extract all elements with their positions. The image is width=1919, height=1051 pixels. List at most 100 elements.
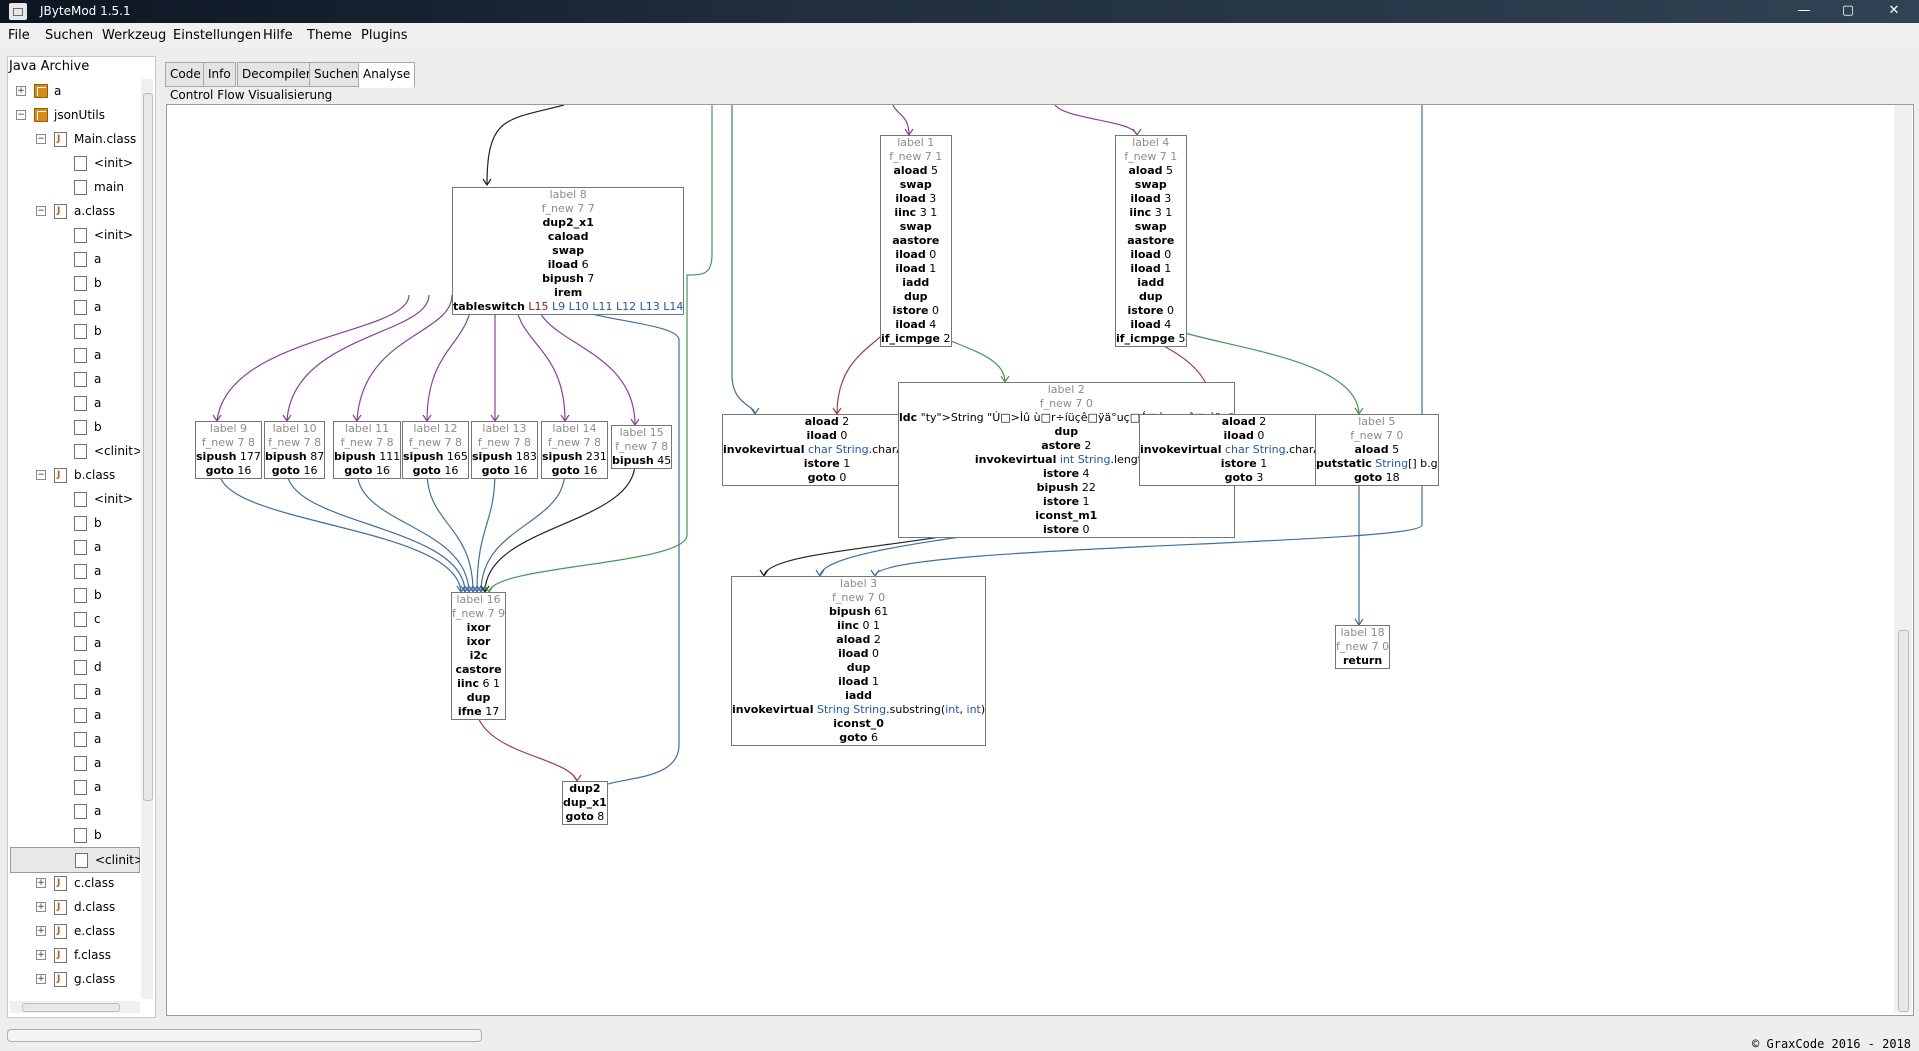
maximize-button[interactable]: ▢ bbox=[1841, 3, 1855, 18]
close-button[interactable]: ✕ bbox=[1888, 3, 1900, 18]
tab-code[interactable]: Code bbox=[165, 62, 206, 87]
menu-file[interactable]: File bbox=[8, 28, 30, 43]
cfg-instruction: f_new 7 9 bbox=[452, 607, 506, 620]
method-file-icon bbox=[74, 660, 87, 675]
tree-node[interactable]: a bbox=[10, 535, 140, 559]
expand-icon[interactable]: + bbox=[36, 974, 46, 984]
menu-suchen[interactable]: Suchen bbox=[45, 28, 94, 43]
tree-node[interactable]: −a.class bbox=[10, 199, 140, 223]
tree-node[interactable]: main bbox=[10, 175, 140, 199]
collapse-icon[interactable]: − bbox=[36, 134, 46, 144]
tree-node-label: <init> bbox=[94, 156, 134, 170]
expand-icon[interactable]: + bbox=[36, 926, 46, 936]
tree-node[interactable]: a bbox=[10, 367, 140, 391]
archive-panel: Java Archive +a−jsonUtils−Main.class<ini… bbox=[7, 56, 156, 1018]
tree-vertical-scrollbar[interactable] bbox=[141, 79, 153, 999]
tree-node[interactable]: a bbox=[10, 799, 140, 823]
tree-node[interactable]: a bbox=[10, 679, 140, 703]
cfg-edge bbox=[874, 105, 1423, 577]
expand-icon[interactable]: + bbox=[36, 950, 46, 960]
menu-werkzeug[interactable]: Werkzeug bbox=[102, 28, 167, 43]
tree-node[interactable]: c bbox=[10, 607, 140, 631]
tab-info[interactable]: Info bbox=[203, 62, 236, 87]
collapse-icon[interactable]: − bbox=[36, 206, 46, 216]
tree-node[interactable]: <clinit> bbox=[10, 847, 140, 873]
tree-node-label: a bbox=[94, 564, 102, 578]
cfg-instruction: caload bbox=[547, 230, 589, 243]
tree-horizontal-scrollbar[interactable] bbox=[10, 1001, 140, 1013]
tree-node[interactable]: a bbox=[10, 775, 140, 799]
menu-plugins[interactable]: Plugins bbox=[361, 28, 408, 43]
tree-node[interactable]: a bbox=[10, 703, 140, 727]
tree-node[interactable]: −Main.class bbox=[10, 127, 140, 151]
tree-node[interactable]: +e.class bbox=[10, 919, 140, 943]
tab-analyse[interactable]: Analyse bbox=[358, 62, 416, 88]
cfg-instruction: label 1 bbox=[897, 136, 935, 149]
tree-node[interactable]: +a bbox=[10, 79, 140, 103]
tree-node[interactable]: a bbox=[10, 751, 140, 775]
menu-theme[interactable]: Theme bbox=[307, 28, 352, 43]
menu-einstellungen[interactable]: Einstellungen bbox=[173, 28, 262, 43]
tab-decompiler[interactable]: Decompiler bbox=[237, 62, 316, 87]
menu-hilfe[interactable]: Hilfe bbox=[263, 28, 293, 43]
tree-node[interactable]: +g.class bbox=[10, 967, 140, 991]
collapse-icon[interactable]: − bbox=[36, 470, 46, 480]
expand-icon[interactable]: + bbox=[16, 86, 26, 96]
archive-tree[interactable]: +a−jsonUtils−Main.class<init>main−a.clas… bbox=[10, 79, 140, 999]
tree-node[interactable]: b bbox=[10, 415, 140, 439]
collapse-icon[interactable]: − bbox=[16, 110, 26, 120]
tree-node[interactable]: b bbox=[10, 271, 140, 295]
tree-node[interactable]: b bbox=[10, 511, 140, 535]
tree-node[interactable]: b bbox=[10, 319, 140, 343]
tree-node[interactable]: <init> bbox=[10, 487, 140, 511]
tree-node[interactable]: a bbox=[10, 295, 140, 319]
tree-node[interactable]: <clinit> bbox=[10, 439, 140, 463]
tree-node-label: d bbox=[94, 660, 102, 674]
expand-icon[interactable]: + bbox=[36, 878, 46, 888]
cfg-instruction: swap bbox=[552, 244, 585, 257]
tree-node[interactable]: <init> bbox=[10, 223, 140, 247]
tree-node[interactable]: a bbox=[10, 247, 140, 271]
tree-node[interactable]: −jsonUtils bbox=[10, 103, 140, 127]
canvas-vertical-scrollbar[interactable] bbox=[1894, 105, 1912, 1013]
tree-node[interactable]: −b.class bbox=[10, 463, 140, 487]
tree-node[interactable]: +f.class bbox=[10, 943, 140, 967]
expand-icon[interactable]: + bbox=[36, 902, 46, 912]
tree-node-label: <init> bbox=[94, 228, 134, 242]
cfg-instruction: dup bbox=[846, 661, 871, 674]
tree-node[interactable]: d bbox=[10, 655, 140, 679]
tree-node[interactable]: a bbox=[10, 391, 140, 415]
tree-node[interactable]: a bbox=[10, 343, 140, 367]
tree-node[interactable]: <init> bbox=[10, 151, 140, 175]
tree-node[interactable]: a bbox=[10, 727, 140, 751]
tab-suchen[interactable]: Suchen bbox=[309, 62, 364, 87]
cfg-instruction: swap bbox=[899, 178, 932, 191]
tree-node[interactable]: b bbox=[10, 823, 140, 847]
tree-node[interactable]: a bbox=[10, 559, 140, 583]
minimize-button[interactable]: — bbox=[1797, 3, 1811, 18]
tree-node[interactable]: a bbox=[10, 631, 140, 655]
tree-node[interactable]: +d.class bbox=[10, 895, 140, 919]
tree-node[interactable]: b bbox=[10, 583, 140, 607]
window-title: JByteMod 1.5.1 bbox=[40, 4, 131, 18]
tree-node[interactable]: +c.class bbox=[10, 871, 140, 895]
